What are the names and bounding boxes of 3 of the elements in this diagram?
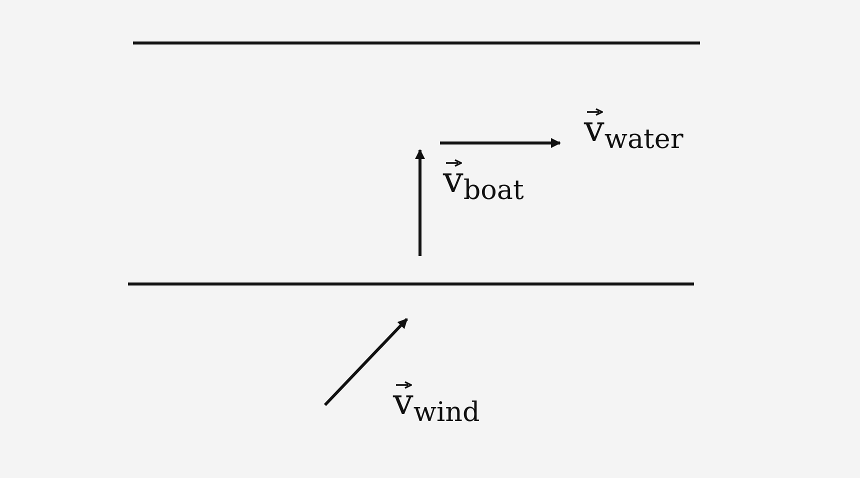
vector-label: v$_{water}$ — [584, 112, 684, 148]
vector-label: v$_{boat}$ — [443, 163, 524, 199]
vector-label: v$_{wind}$ — [393, 385, 480, 421]
